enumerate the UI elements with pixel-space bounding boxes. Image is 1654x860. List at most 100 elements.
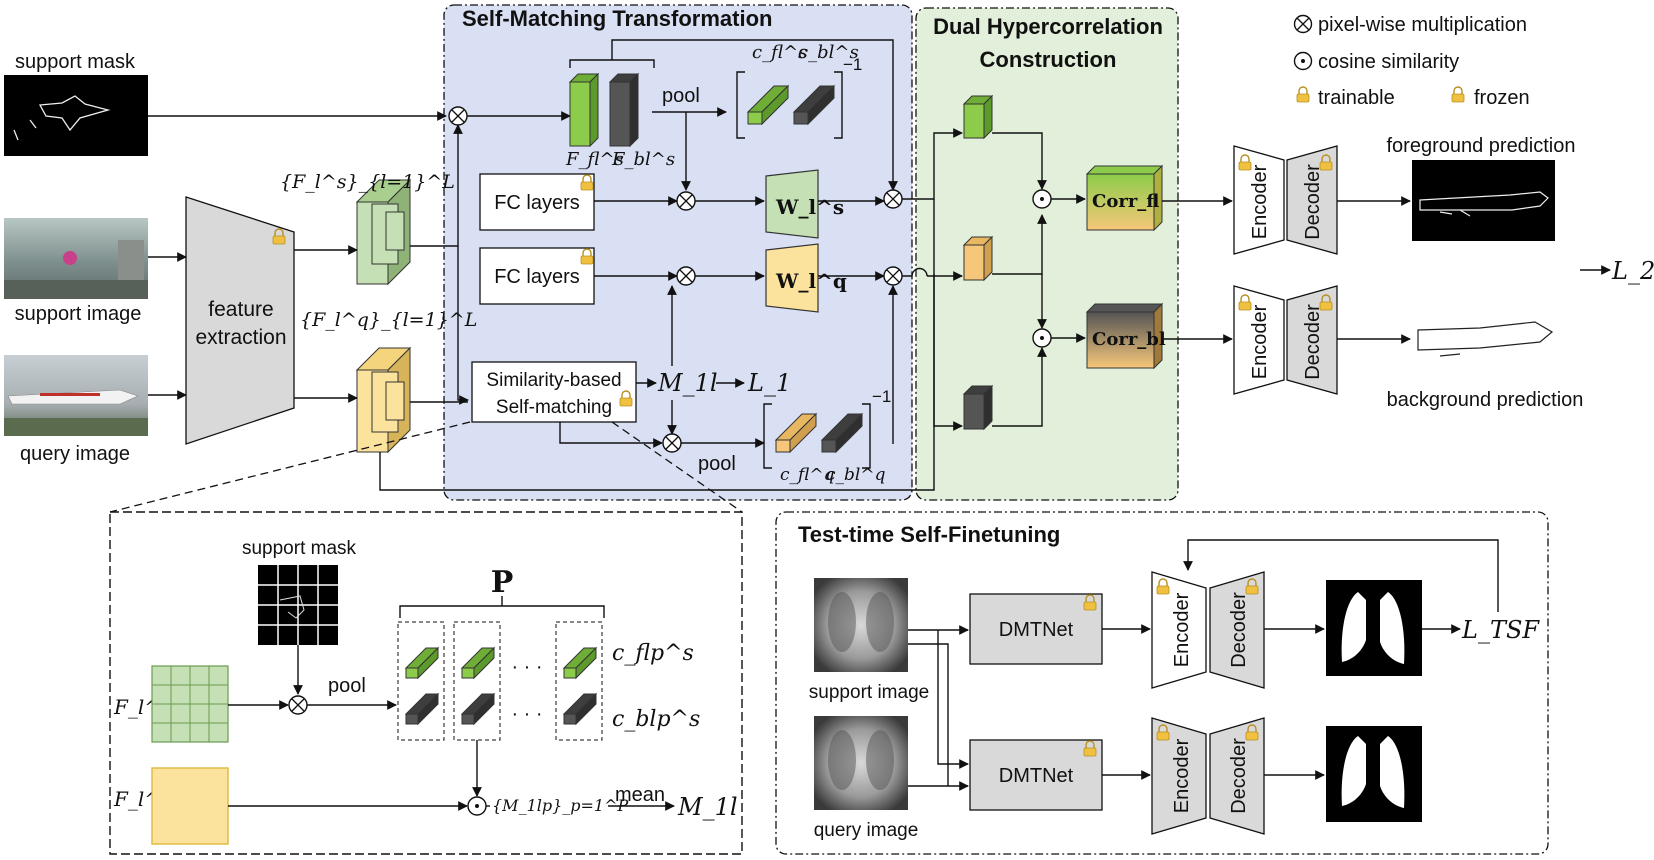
fg-encoder-label: Encoder xyxy=(1249,164,1271,239)
detail-mult-op-icon xyxy=(288,695,308,715)
tsf-decoder-2 xyxy=(1209,717,1265,835)
self-matching-line1: Similarity-based xyxy=(486,370,621,391)
detail-m1l-label: M_1l xyxy=(677,793,738,821)
fg-prediction-image xyxy=(1412,160,1555,241)
l2-label: L_2 xyxy=(1611,257,1654,285)
corr-bl-label: Corr_bl xyxy=(1092,329,1166,350)
legend-trainable-label: trainable xyxy=(1318,87,1395,109)
bg-encoder-label: Encoder xyxy=(1249,304,1271,379)
arrow-fg-to-cos1 xyxy=(992,132,1047,190)
fc1-mult-op-icon xyxy=(676,191,696,211)
mask-mult-op-icon xyxy=(448,106,468,126)
support-image xyxy=(4,218,148,299)
support-image-label: support image xyxy=(15,303,142,325)
self-matching-box xyxy=(471,361,637,423)
detail-support-mask-label: support mask xyxy=(242,538,357,559)
arrow-loss-feedback xyxy=(1183,539,1499,612)
smt-title: Self-Matching Transformation xyxy=(462,6,772,31)
w-s-block xyxy=(765,169,819,239)
tsf-query-xray xyxy=(814,716,908,810)
detail-mean-label: mean xyxy=(615,784,665,806)
fg-decoder xyxy=(1286,145,1338,255)
tsf-support-label: support image xyxy=(809,682,929,703)
tsf-decoder-2-label: Decoder xyxy=(1228,738,1250,814)
m1l-label: M_1l xyxy=(657,369,718,397)
multiplication-icon xyxy=(1293,14,1313,34)
q-proto-mult-op-icon xyxy=(662,433,682,453)
c-bl-s-label: c_bl^s xyxy=(798,42,859,63)
proto-brackets-q xyxy=(763,403,871,469)
detail-proto-group-p xyxy=(555,621,603,741)
brace-to-top-mult xyxy=(569,39,894,186)
cos-bg-op-icon xyxy=(1032,328,1052,348)
zoom-lines xyxy=(109,421,743,513)
c-fl-s-label: c_fl^s xyxy=(752,42,807,63)
fg-decoder-label: Decoder xyxy=(1302,164,1324,240)
bg-encoder-decoder: Encoder Decoder xyxy=(1233,285,1338,395)
bg-encoder xyxy=(1233,285,1285,395)
bg-decoder-label: Decoder xyxy=(1302,304,1324,380)
cos-fg-op-icon xyxy=(1032,189,1052,209)
tsf-title: Test-time Self-Finetuning xyxy=(798,522,1060,547)
f-bl-label: F_bl^s xyxy=(611,149,675,170)
arrow-to-bg-feat xyxy=(933,199,963,431)
query-features-label: {F_l^q}_{l=1}^L xyxy=(300,309,477,331)
tsf-decoder-1 xyxy=(1209,571,1265,689)
query-image xyxy=(4,355,148,436)
detail-mset-label: {M_1lp}_p=1^P xyxy=(492,796,629,815)
support-mask-label: support mask xyxy=(15,51,136,73)
arrow-bg-to-cos2 xyxy=(992,347,1047,427)
tsf-decoder-1-label: Decoder xyxy=(1228,592,1250,668)
detail-c-blp-label: c_blp^s xyxy=(612,707,700,732)
detail-proto-group-2 xyxy=(453,621,501,741)
l1-label: L_1 xyxy=(747,369,791,397)
detail-query-feature xyxy=(151,767,229,845)
feature-extraction-line2: extraction xyxy=(195,326,286,349)
legend-cos-label: cosine similarity xyxy=(1318,51,1459,73)
dhc-bg-feat xyxy=(962,384,994,431)
query-feature-stack xyxy=(355,346,412,454)
trainable-lock-icon xyxy=(1296,86,1310,103)
tsf-support-xray xyxy=(814,578,908,672)
arrow-support-feat-to-sim xyxy=(457,246,469,405)
tsf-encoder-1 xyxy=(1151,571,1207,689)
c-fl-q-cube xyxy=(774,412,818,454)
dmtnet-2-box xyxy=(969,739,1103,811)
arrow-to-fg-feat xyxy=(902,128,963,200)
detail-dots-bottom: · · · xyxy=(511,703,542,725)
feature-extractor: feature extraction xyxy=(185,196,295,445)
fc2-mult-op-icon xyxy=(676,266,696,286)
legend-frozen-label: frozen xyxy=(1474,87,1530,109)
proto-brackets-s xyxy=(736,71,843,139)
fc-layers-2-box xyxy=(479,247,595,305)
arrow-q-to-cos1 xyxy=(992,214,1047,275)
c-fl-s-cube xyxy=(746,84,790,126)
detail-P-label: P xyxy=(491,565,514,600)
bg-pred-label: background prediction xyxy=(1387,389,1584,411)
w-s-label: W_l^s xyxy=(775,195,844,219)
tsf-encoder-decoder-2: Encoder Decoder xyxy=(1151,717,1265,835)
line-hop xyxy=(911,267,928,277)
detail-support-mask-grid xyxy=(258,565,338,645)
detail-proto-group-1 xyxy=(397,621,445,741)
detail-support-feature-grid xyxy=(151,665,229,743)
f-fl-label: F_fl^s xyxy=(565,149,624,170)
dhc-title-line1: Dual Hypercorrelation xyxy=(933,14,1163,39)
detail-cos-op-icon xyxy=(467,796,487,816)
fg-encoder xyxy=(1233,145,1285,255)
bg-decoder xyxy=(1286,285,1338,395)
dhc-title-line2: Construction xyxy=(980,47,1117,72)
tsf-encoder-2 xyxy=(1151,717,1207,835)
feature-extraction-line1: feature xyxy=(208,298,273,321)
dhc-fg-feat xyxy=(962,94,994,140)
tsf-lung-mask-2 xyxy=(1326,726,1422,822)
cosine-icon xyxy=(1293,51,1313,71)
fg-encoder-decoder: Encoder Decoder xyxy=(1233,145,1338,255)
pool-bottom-label: pool xyxy=(698,453,736,475)
f-bl-cube xyxy=(608,72,640,148)
frozen-lock-icon xyxy=(1451,86,1465,103)
detail-c-flp-label: c_flp^s xyxy=(612,641,694,666)
fc-layers-1-label: FC layers xyxy=(494,192,580,214)
arrow-tsf-query-to-dmt xyxy=(908,643,968,786)
